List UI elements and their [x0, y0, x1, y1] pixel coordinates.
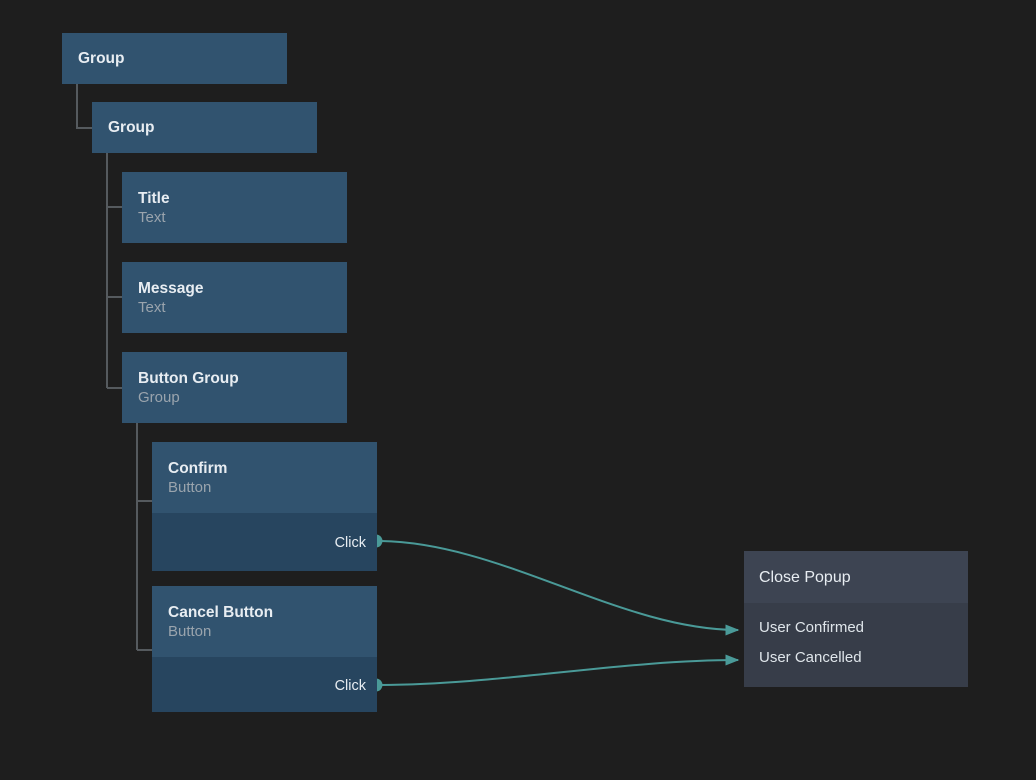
node-subtitle: Button [168, 622, 212, 640]
edge-confirm-to-user-confirmed [376, 540, 740, 636]
tree-node-group-child[interactable]: Group [92, 102, 317, 153]
tree-node-button-group[interactable]: Button Group Group [122, 352, 347, 423]
node-subtitle: Button [168, 478, 212, 496]
node-header: Button Group Group [122, 352, 347, 423]
output-port-click[interactable]: Click [335, 677, 366, 695]
node-port-area: Click [152, 513, 377, 571]
input-port-label: User Cancelled [759, 649, 862, 666]
node-title: Title [138, 189, 170, 207]
node-header: Close Popup [744, 551, 968, 603]
input-port-user-confirmed[interactable]: User Confirmed [744, 613, 968, 643]
node-header: Group [92, 102, 317, 153]
node-title: Close Popup [759, 568, 851, 586]
input-port-label: User Confirmed [759, 619, 865, 636]
node-title: Group [108, 119, 155, 136]
node-subtitle: Text [138, 298, 166, 316]
event-node-close-popup[interactable]: Close Popup User Confirmed User Cancelle… [744, 551, 968, 687]
node-title: Message [138, 279, 204, 297]
node-title: Confirm [168, 459, 228, 477]
tree-node-message[interactable]: Message Text [122, 262, 347, 333]
node-header: Group [62, 33, 287, 84]
node-title: Cancel Button [168, 603, 274, 621]
edge-cancel-to-user-cancelled [376, 654, 740, 686]
node-header: Cancel Button Button [152, 586, 377, 657]
input-port-user-cancelled[interactable]: User Cancelled [744, 643, 968, 673]
tree-node-group-root[interactable]: Group [62, 33, 287, 84]
node-header: Message Text [122, 262, 347, 333]
node-title: Group [78, 50, 125, 67]
tree-node-title[interactable]: Title Text [122, 172, 347, 243]
node-title: Button Group [138, 369, 239, 387]
tree-node-confirm[interactable]: Confirm Button Click [152, 442, 377, 571]
tree-node-cancel-button[interactable]: Cancel Button Button Click [152, 586, 377, 712]
output-port-click[interactable]: Click [335, 534, 366, 552]
node-header: Title Text [122, 172, 347, 243]
node-port-area: User Confirmed User Cancelled [744, 603, 968, 673]
node-header: Confirm Button [152, 442, 377, 513]
node-port-area: Click [152, 657, 377, 712]
output-port-label: Click [334, 678, 366, 694]
node-subtitle: Text [138, 208, 166, 226]
output-port-label: Click [334, 535, 366, 551]
node-subtitle: Group [138, 388, 180, 406]
